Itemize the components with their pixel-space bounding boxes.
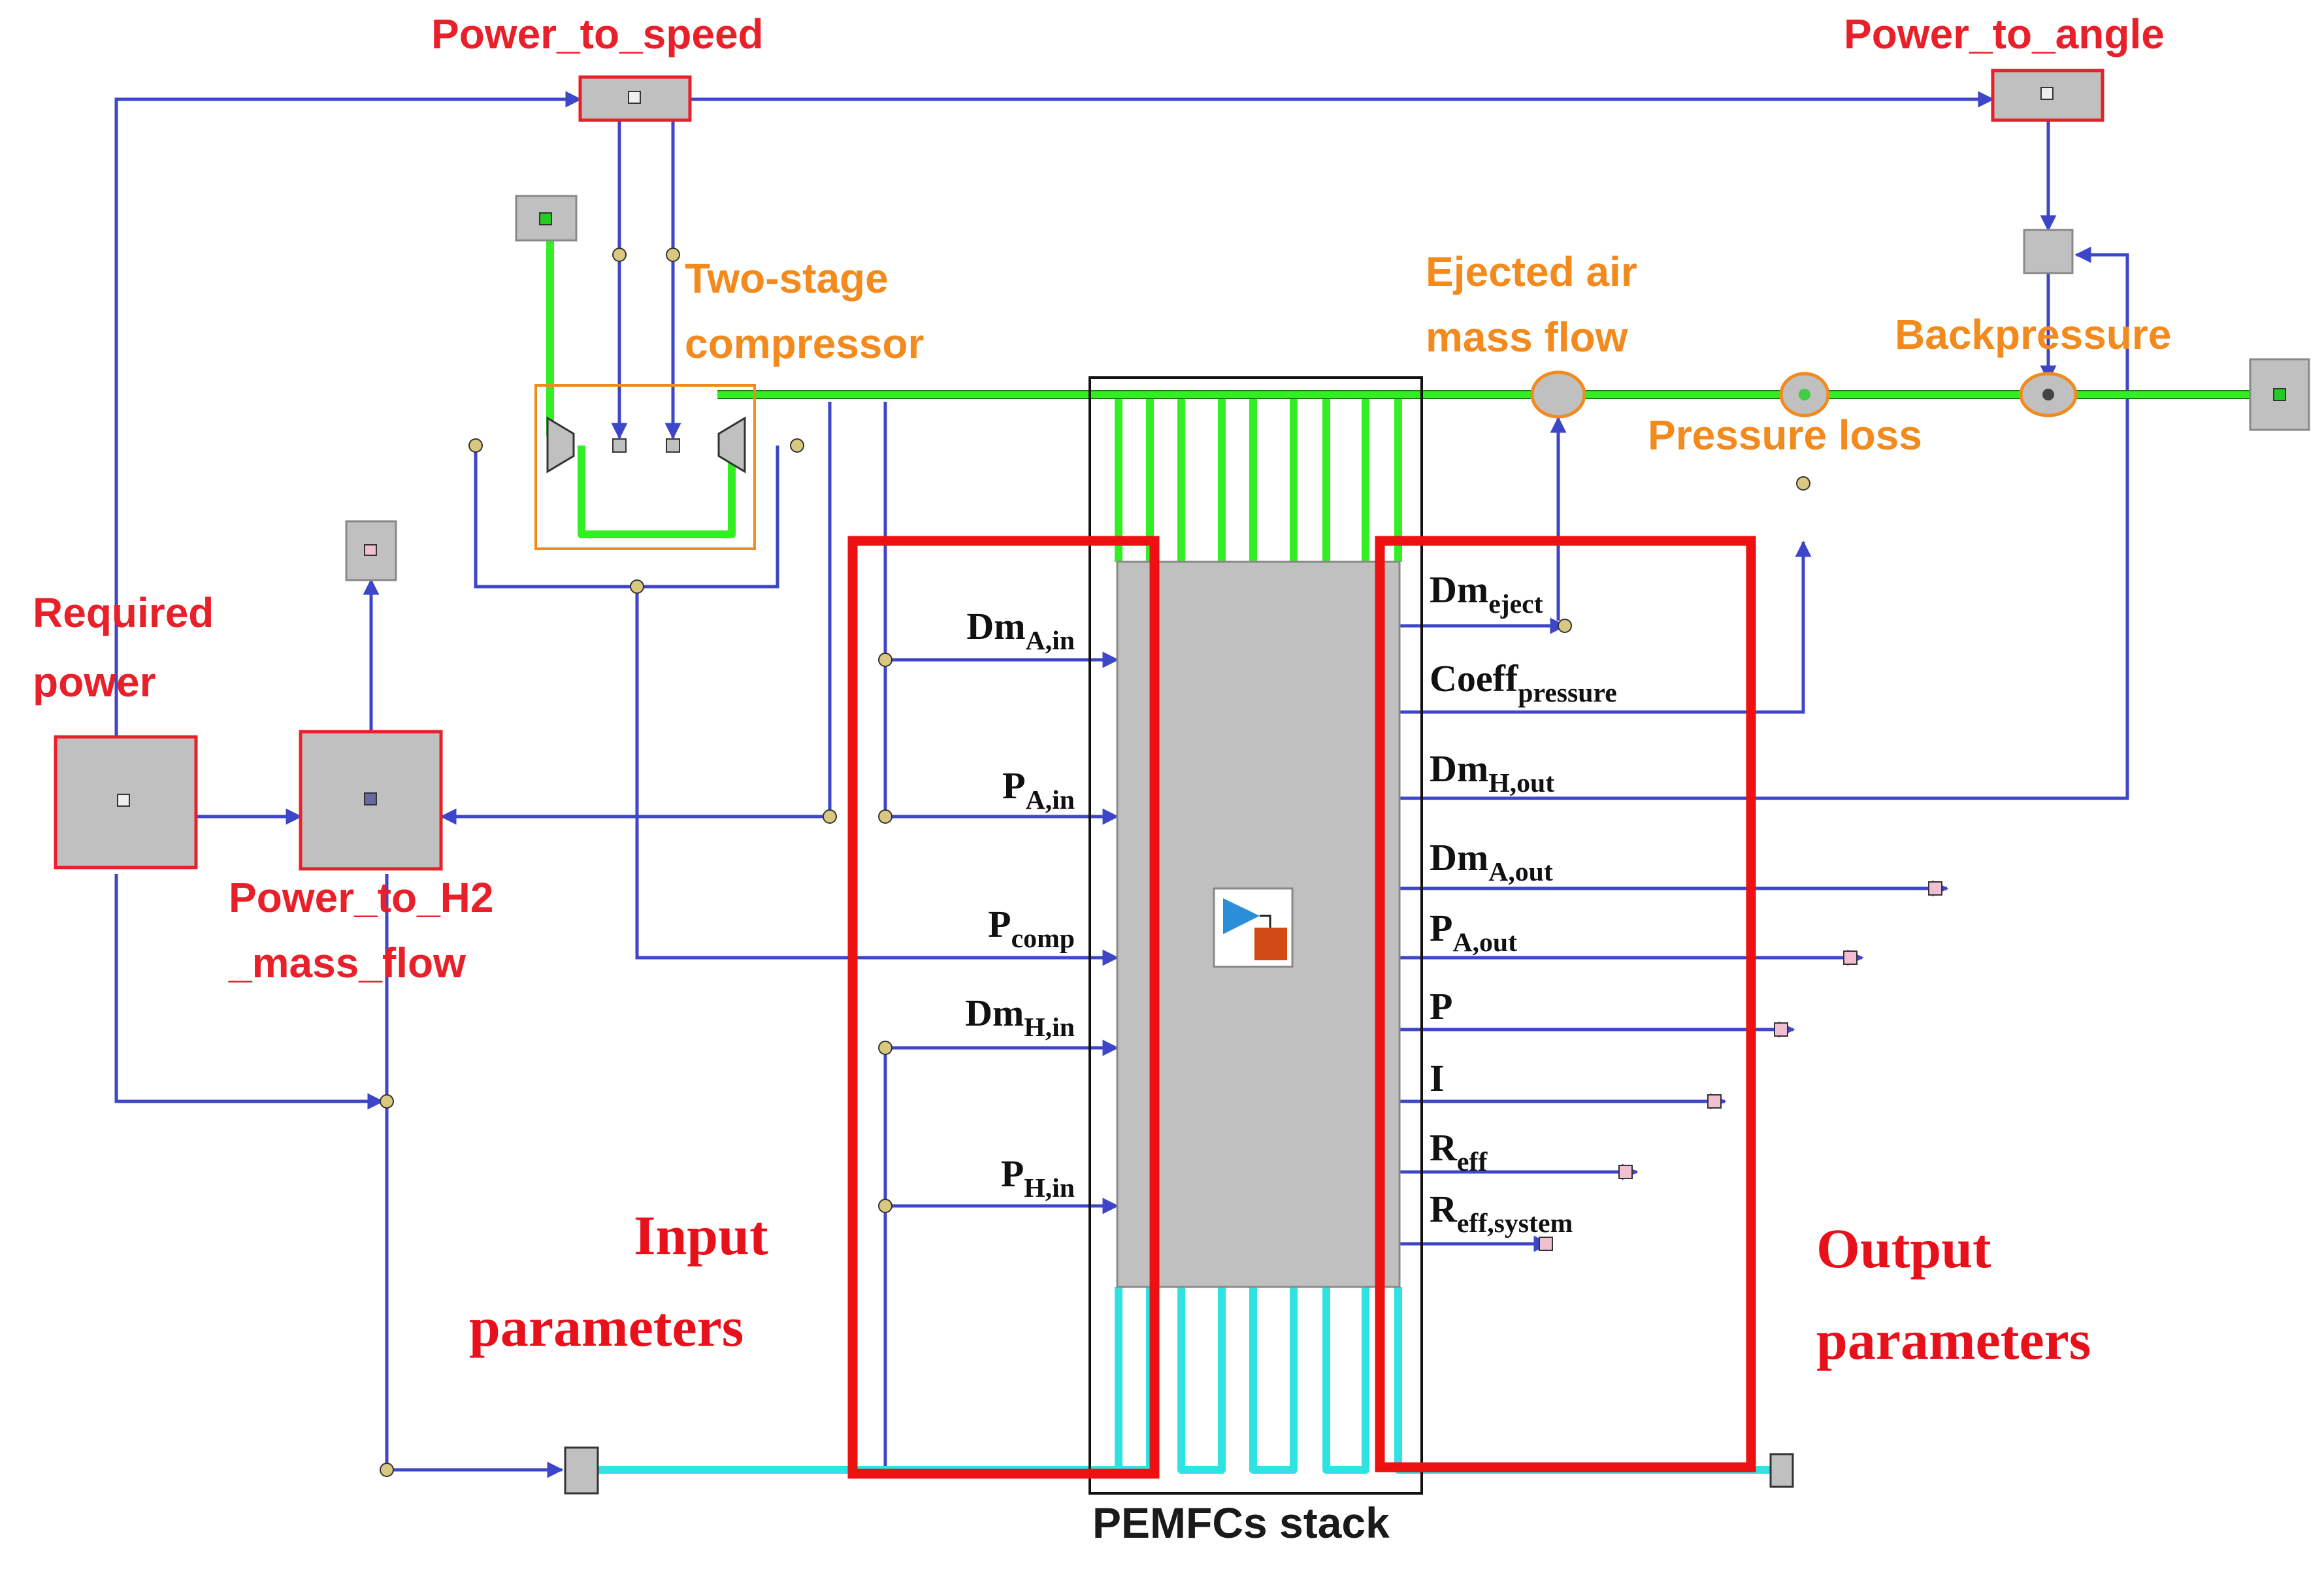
angle-actuator[interactable]	[2023, 229, 2074, 274]
input-parameters-label-1: Input	[634, 1204, 768, 1267]
power-to-h2-icon	[364, 792, 377, 805]
backpressure-icon	[2042, 389, 2054, 400]
output-terminals	[1539, 881, 1942, 1251]
compressor-frame[interactable]	[534, 384, 756, 550]
two-stage-label-1: Two-stage	[685, 255, 889, 302]
power-to-angle-icon	[2040, 87, 2054, 100]
output-port-label: Coeffpressure	[1430, 657, 1617, 708]
pressure-loss-icon	[1799, 389, 1810, 400]
h2-mass-flow-label-2: _mass_flow	[228, 939, 466, 986]
coolant-inlet-block[interactable]	[564, 1446, 599, 1495]
air-source-icon	[539, 212, 552, 225]
output-port-label: Reff,system	[1430, 1188, 1573, 1239]
coolant-line	[598, 1287, 1772, 1474]
input-parameters-label-2: parameters	[469, 1295, 744, 1358]
input-port-label: Pcomp	[988, 903, 1075, 954]
stack-frame	[1088, 376, 1423, 1495]
h2-mass-flow-label-1: Power_to_H2	[229, 874, 493, 921]
ejected-air-label-2: mass flow	[1426, 314, 1628, 361]
compressor-shaft-1	[612, 438, 627, 453]
input-port-label: PA,in	[1002, 764, 1075, 815]
hydrogen-sink-icon	[364, 544, 377, 556]
output-parameters-label-1: Output	[1816, 1217, 1991, 1280]
required-power-icon	[117, 794, 130, 807]
air-line-outline	[717, 390, 2267, 399]
compressor-shaft-2	[666, 438, 680, 453]
input-parameters-frame	[847, 536, 1160, 1479]
backpressure-label: Backpressure	[1895, 311, 2171, 358]
power-to-speed-label: Power_to_speed	[431, 10, 764, 57]
output-port-label: Reff	[1430, 1126, 1488, 1177]
output-parameters-frame	[1375, 536, 1756, 1472]
signal-lines	[114, 91, 2129, 1478]
output-port-label: DmH,out	[1430, 747, 1554, 798]
air-line	[546, 240, 2267, 562]
input-port-label: PH,in	[1001, 1152, 1075, 1203]
power-to-angle-label: Power_to_angle	[1844, 10, 2165, 57]
required-power-label-2: power	[33, 658, 155, 706]
required-power-label-1: Required	[33, 589, 214, 636]
air-outlet-icon	[2273, 388, 2286, 401]
output-port-label: I	[1430, 1057, 1445, 1099]
input-port-label: DmA,in	[966, 605, 1075, 656]
output-port-label: Dmeject	[1430, 568, 1543, 619]
output-port-label: PA,out	[1430, 907, 1517, 958]
output-parameters-label-2: parameters	[1816, 1308, 2091, 1371]
compressor-stage-2[interactable]	[717, 416, 746, 474]
junction-dots	[380, 248, 1810, 1477]
two-stage-label-2: compressor	[685, 320, 924, 367]
ejected-air-label-1: Ejected air	[1426, 248, 1637, 295]
compressor-stage-1[interactable]	[546, 416, 575, 474]
pressure-loss-label: Pressure loss	[1648, 412, 1922, 459]
output-port-label: DmA,out	[1430, 836, 1553, 887]
ejected-air-meter[interactable]	[1530, 370, 1586, 419]
output-port-label: P	[1430, 985, 1452, 1028]
stack-label: PEMFCs stack	[1092, 1499, 1390, 1547]
stack-icon	[1213, 887, 1294, 968]
power-to-speed-icon	[628, 91, 641, 104]
input-port-label: DmH,in	[965, 992, 1075, 1043]
coolant-outlet-block[interactable]	[1769, 1453, 1794, 1488]
